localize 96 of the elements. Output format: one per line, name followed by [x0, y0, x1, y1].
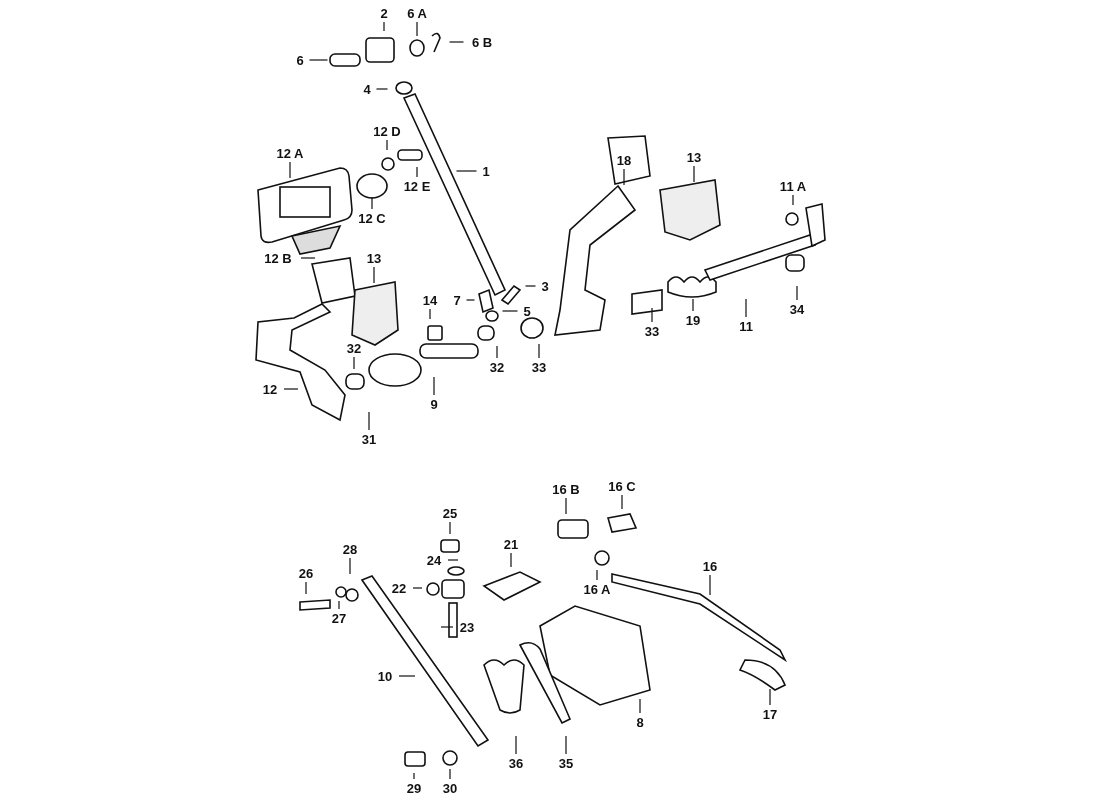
callout-number: 23 [459, 619, 475, 635]
callout-number: 28 [342, 541, 358, 557]
leader-line [709, 574, 711, 596]
leader-line [433, 376, 435, 396]
leader-line [448, 41, 465, 43]
callout-number: 33 [531, 359, 547, 375]
callout-number: 2 [380, 5, 388, 21]
leader-line [308, 59, 329, 61]
leader-line [693, 165, 695, 183]
leader-line [383, 21, 385, 32]
callout-number: 16 B [552, 481, 580, 497]
callout-number: 17 [762, 706, 778, 722]
callout-number: 16 [702, 558, 718, 574]
callout-number: 31 [361, 431, 377, 447]
leader-line [289, 161, 291, 179]
leader-line [565, 497, 567, 515]
callout-number: 21 [503, 536, 519, 552]
leader-line [449, 768, 451, 780]
callout-number: 6 B [471, 34, 493, 50]
leader-line [769, 688, 771, 706]
leader-line [447, 559, 459, 561]
callout-number: 16 A [583, 581, 611, 597]
callout-number: 16 C [608, 478, 636, 494]
callout-number: 27 [331, 610, 347, 626]
callout-number: 7 [453, 292, 461, 308]
callout-number: 12 D [373, 123, 401, 139]
callout-number: 12 [262, 381, 278, 397]
callout-number: 12 B [264, 250, 292, 266]
callout-number: 12 E [403, 178, 431, 194]
callout-number: 29 [406, 780, 422, 796]
callout-number: 32 [346, 340, 362, 356]
leader-line [621, 494, 623, 510]
leader-line [792, 194, 794, 206]
callout-number: 12 C [358, 210, 386, 226]
leader-line [745, 298, 747, 318]
leader-line [496, 345, 498, 359]
callout-number: 22 [391, 580, 407, 596]
leader-line [449, 521, 451, 535]
callout-number: 11 A [779, 178, 807, 194]
leader-line [353, 356, 355, 370]
leader-line [596, 569, 598, 581]
callout-number: 9 [430, 396, 438, 412]
leader-line [465, 299, 476, 301]
callout-number: 30 [442, 780, 458, 796]
callout-number: 25 [442, 505, 458, 521]
leader-line [429, 308, 431, 320]
leader-line [416, 166, 418, 178]
leader-line [501, 310, 519, 312]
callout-number: 5 [523, 303, 531, 319]
callout-number: 35 [558, 755, 574, 771]
callout-number: 10 [377, 668, 393, 684]
callout-number: 13 [686, 149, 702, 165]
leader-line [639, 698, 641, 714]
callout-number: 33 [644, 323, 660, 339]
leader-line [651, 307, 653, 323]
leader-line [692, 298, 694, 312]
callout-number: 11 [739, 318, 753, 334]
leader-line [524, 285, 537, 287]
leader-line [510, 552, 512, 568]
leader-line [455, 170, 478, 172]
leader-line [300, 257, 316, 259]
leader-line [416, 21, 418, 37]
callout-number: 6 A [407, 5, 427, 21]
leader-line [283, 388, 299, 390]
callout-number: 36 [508, 755, 524, 771]
leader-line [565, 735, 567, 755]
leader-line [305, 581, 307, 595]
leader-line [538, 343, 540, 359]
callout-number: 12 A [276, 145, 304, 161]
callout-number: 19 [685, 312, 701, 328]
callout-number: 14 [422, 292, 438, 308]
leader-line [413, 772, 415, 780]
callout-number: 4 [363, 81, 371, 97]
leader-line [515, 735, 517, 755]
callout-number: 34 [789, 301, 805, 317]
callout-number: 8 [636, 714, 644, 730]
leader-line [349, 557, 351, 575]
leader-line [375, 88, 389, 90]
leader-line [368, 411, 370, 431]
leader-line [371, 196, 373, 210]
leader-line [338, 600, 340, 610]
leader-line [398, 675, 416, 677]
callout-number: 26 [298, 565, 314, 581]
callout-number: 18 [616, 152, 632, 168]
leader-line [386, 139, 388, 151]
callout-number: 13 [366, 250, 382, 266]
leader-line [796, 285, 798, 301]
callout-number: 24 [426, 552, 442, 568]
callout-number: 1 [482, 163, 490, 179]
callout-number: 32 [489, 359, 505, 375]
callout-number: 6 [296, 52, 304, 68]
callout-number: 3 [541, 278, 549, 294]
leader-line [373, 266, 375, 284]
leader-line [440, 626, 454, 628]
leader-line [623, 168, 625, 186]
leader-line [412, 587, 423, 589]
